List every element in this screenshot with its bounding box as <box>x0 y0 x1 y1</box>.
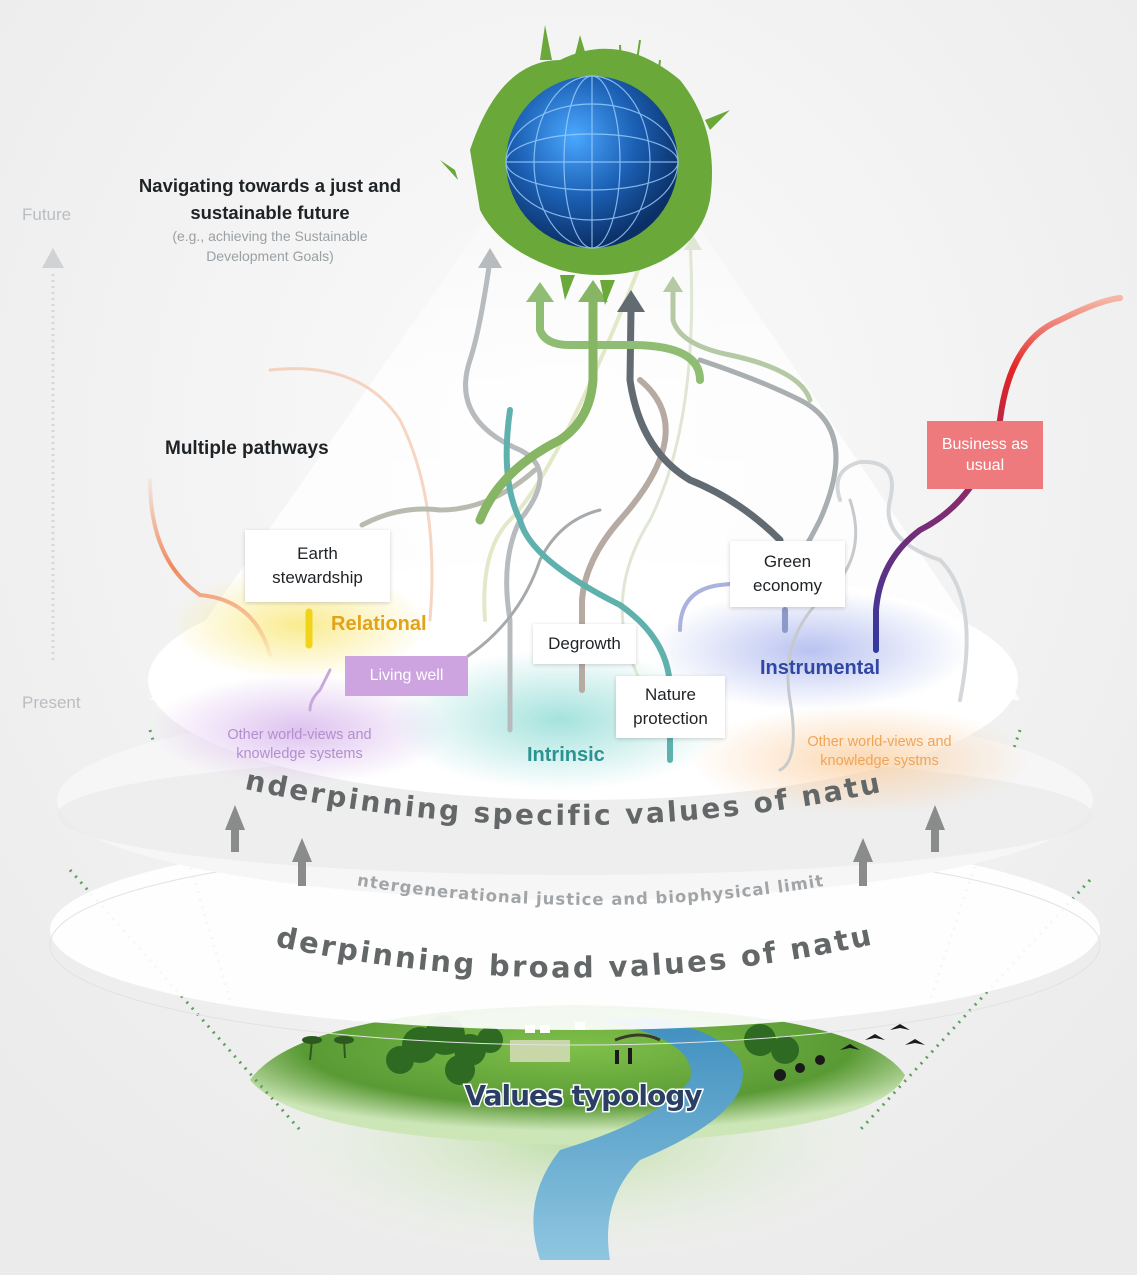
instrumental-label: Instrumental <box>760 657 881 679</box>
earth-stewardship-label: Earth stewardship <box>272 544 363 587</box>
business-as-usual-box: Business as usual <box>927 421 1043 489</box>
living-well-box: Living well <box>345 656 468 696</box>
worldviews-right-label: Other world-views and knowledge systms <box>807 734 952 769</box>
green-economy-box: Green economy <box>730 541 845 607</box>
present-label: Present <box>22 693 81 712</box>
degrowth-label: Degrowth <box>548 634 621 653</box>
living-well-label: Living well <box>369 667 444 684</box>
goal-title: Navigating towards a just and sustainabl… <box>138 175 402 223</box>
support-arrows <box>225 805 945 886</box>
globe-icon <box>440 25 730 305</box>
worldviews-left-label: Other world-views and knowledge systems <box>227 727 372 762</box>
earth-stewardship-box: Earth stewardship <box>245 530 390 602</box>
pathway-lines <box>148 238 1123 772</box>
nature-protection-label: Nature protection <box>633 685 708 728</box>
intrinsic-label: Intrinsic <box>527 744 605 766</box>
time-axis <box>42 248 64 660</box>
values-typology-label: Values typology <box>464 1079 702 1112</box>
nature-protection-box: Nature protection <box>616 676 725 738</box>
future-label: Future <box>22 205 72 224</box>
goal-subtitle: (e.g., achieving the Sustainable Develop… <box>172 228 368 264</box>
multiple-pathways-label: Multiple pathways <box>165 438 329 459</box>
business-as-usual-label: Business as usual <box>941 436 1029 474</box>
relational-label: Relational <box>331 613 427 635</box>
green-economy-label: Green economy <box>753 552 822 595</box>
degrowth-box: Degrowth <box>533 624 636 664</box>
